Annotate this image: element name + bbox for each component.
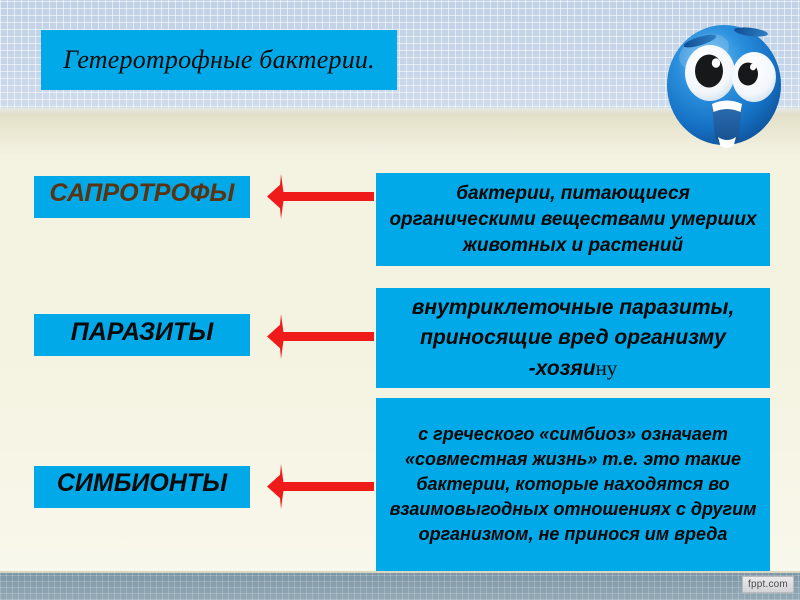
term-box-saprotrophs[interactable]: [34, 176, 250, 218]
beige-transition-band: [0, 114, 800, 154]
footer-grid-band: [0, 573, 800, 600]
description-text-parasites-tail: ну: [595, 355, 618, 380]
term-label-parasites: ПАРАЗИТЫ: [70, 318, 214, 346]
left-arrow-icon-2: [266, 314, 374, 360]
description-box-saprotrophs: бактерии, питающиеся органическими вещес…: [376, 173, 770, 266]
description-text-saprotrophs: бактерии, питающиеся органическими вещес…: [389, 182, 757, 256]
surprised-smiley-icon: [648, 8, 798, 154]
description-text-parasites: внутриклеточные паразиты, приносящие вре…: [411, 295, 735, 380]
fppt-watermark: fppt.com: [742, 576, 794, 593]
left-arrow-icon-1: [266, 174, 374, 220]
term-box-parasites[interactable]: [34, 314, 250, 356]
footer-hairline: [0, 571, 800, 573]
left-arrow-icon-3: [266, 464, 374, 510]
header-sheen-strip: [0, 108, 800, 116]
description-box-parasites: внутриклеточные паразиты, приносящие вре…: [376, 288, 770, 388]
eyebrow-left: [683, 34, 717, 48]
description-text-symbionts: с греческого «симбиоз» означает «совмест…: [389, 424, 757, 544]
page-title: Гетеротрофные бактерии.: [63, 45, 375, 74]
term-label-symbionts: СИМБИОНТЫ: [56, 469, 228, 497]
term-label-saprotrophs: САПРОТРОФЫ: [49, 179, 235, 207]
eyebrow-right: [734, 27, 768, 37]
term-box-symbionts[interactable]: [34, 466, 250, 508]
title-background-box: [41, 30, 397, 90]
description-box-symbionts: с греческого «симбиоз» означает «совмест…: [376, 398, 770, 571]
